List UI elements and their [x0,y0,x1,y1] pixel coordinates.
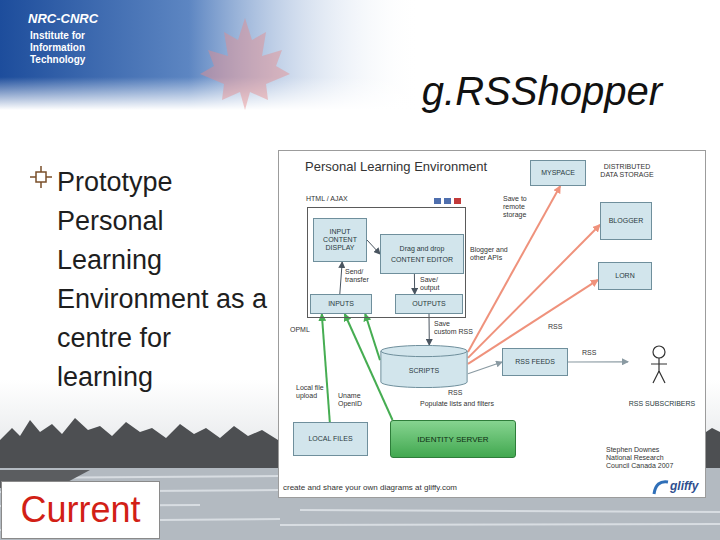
connector [468,186,560,352]
database-cylinder: SCRIPTS [380,345,468,388]
person-body [651,358,667,383]
process-box: OUTPUTS [395,294,463,314]
storage-box: LOCAL FILES [293,422,368,456]
status-box: Current [1,481,160,539]
connector [365,314,380,360]
process-box: INPUT CONTENT DISPLAY [313,218,367,262]
node-label: CONTENT EDITOR [391,256,453,264]
node-label: OUTPUTS [412,300,445,308]
gliffy-swoosh [654,482,668,494]
line-label: Local file upload [296,384,324,400]
label-wrapper: gliffy [670,479,704,493]
label-wrapper: Stephen Downes National Research Council… [606,446,678,470]
label-wrapper: Populate lists and filters [420,400,510,408]
label-wrapper: create and share your own diagrams at gl… [283,483,583,492]
process-box: Drag and dropCONTENT EDITOR [380,234,464,274]
connector [468,362,502,374]
frame-heading: HTML / AJAX [306,195,463,203]
logo-text: Institute for Information Technology [30,30,110,66]
line-label: Blogger and other APIs [470,246,510,262]
server-box: IDENTITY SERVER [390,420,516,458]
label-wrapper: DISTRIBUTED DATA STORAGE [598,163,656,179]
node-label: LORN [615,272,634,280]
node-label: IDENTITY SERVER [417,435,488,444]
logo-text: NRC-CNRC [28,11,148,26]
node-label: BLOGGER [609,217,644,225]
connector [340,262,342,294]
cylinder-lid [381,351,467,357]
connector [322,314,330,422]
label-wrapper: RSS [582,349,602,357]
label-wrapper: OPML [290,326,314,334]
browser-frame: HTML / AJAXINPUT CONTENT DISPLAYDrag and… [307,207,466,318]
process-box: RSS FEEDS [502,348,568,376]
brand-logo: gliffy [670,479,704,493]
service-box: BLOGGER [600,202,652,240]
window-buttons [434,198,461,204]
slide-title: g.RSShopper [422,68,662,114]
process-box: INPUTS [310,294,372,314]
note-label: DISTRIBUTED DATA STORAGE [598,163,656,179]
label-wrapper: Save to remote storage [503,195,535,219]
node-label: RSS FEEDS [515,358,555,366]
label-wrapper: RSS [448,389,468,397]
connector [414,274,415,294]
line-label: RSS [582,349,602,357]
line-label: Save/ output [420,276,450,292]
title-wrapper: g.RSShopper [422,68,662,114]
line-label: Save custom RSS [434,320,474,336]
label-wrapper: RSS [548,323,568,331]
node-label: Drag and drop [400,245,445,253]
person-icon [628,343,690,385]
node-label: MYSPACE [541,169,575,177]
bullet-symbol [30,166,52,188]
node-label: SCRIPTS [409,367,439,375]
connector [367,240,380,254]
node-label: LOCAL FILES [308,435,352,443]
node-label: INPUTS [328,300,354,308]
node-label: INPUT CONTENT DISPLAY [314,228,366,252]
line-label: OPML [290,326,314,334]
label-wrapper: Save custom RSS [434,320,474,336]
line-label: RSS [548,323,568,331]
label-wrapper: Uname OpenID [338,392,368,408]
label-wrapper: Local file upload [296,384,324,400]
service-box: LORN [598,262,652,290]
service-box: MYSPACE [530,160,586,186]
label-wrapper: Save/ output [420,276,450,292]
diagram-panel: Personal Learning EnvironmentHTML / AJAX… [278,150,706,498]
cylinder-body [381,345,467,387]
line-label: RSS [448,389,468,397]
line-label: Populate lists and filters [420,400,510,408]
status-text: Current [20,490,140,530]
connector [568,361,628,362]
label-wrapper: NRC-CNRC [28,11,148,26]
line-label: Save to remote storage [503,195,535,219]
credit-note: Stephen Downes National Research Council… [606,446,678,470]
footer-note: create and share your own diagrams at gl… [283,483,583,492]
user-icon: RSS SUBSCRIBERS [628,343,696,410]
line-label: Send/ transfer [345,268,377,284]
label-wrapper: Blogger and other APIs [470,246,510,262]
bullet-text: Prototype Personal Learning Environment … [57,163,272,397]
line-label: Uname OpenID [338,392,368,408]
label-wrapper: Send/ transfer [345,268,377,284]
label-wrapper: Prototype Personal Learning Environment … [57,163,272,397]
label-wrapper: Institute for Information Technology [30,30,110,66]
node-label: RSS SUBSCRIBERS [629,400,696,408]
person-head [653,346,665,358]
connector [429,314,430,345]
